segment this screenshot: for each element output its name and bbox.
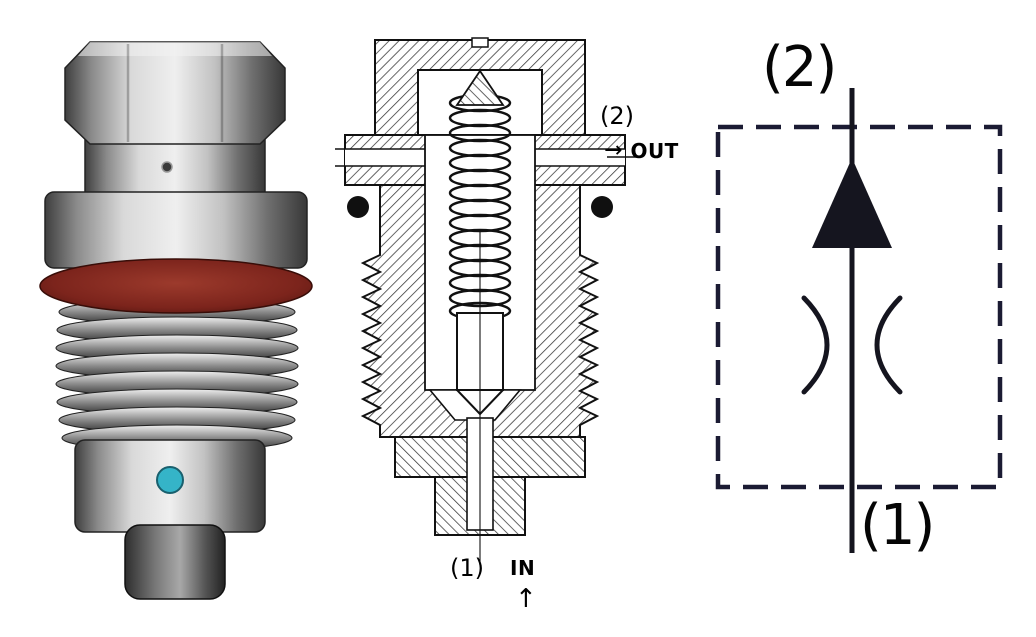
symbol-restrictor-arcs <box>801 295 903 395</box>
valve-stem <box>124 524 226 600</box>
valve-flange <box>44 191 308 269</box>
indicator-dot <box>156 466 184 494</box>
symbol-bottom-port-label: (1) <box>860 493 935 558</box>
out-arrow-icon: → <box>604 138 623 163</box>
symbol-top-port-label: (2) <box>762 35 837 100</box>
valve-threads <box>55 298 299 452</box>
valve-photo <box>39 41 313 600</box>
hydraulic-symbol <box>715 88 1003 553</box>
section-spring-cap <box>455 69 505 106</box>
oring-section-left <box>347 196 369 218</box>
oring-section-right <box>591 196 613 218</box>
section-in-port-number: (1) <box>450 554 484 582</box>
symbol-dashed-envelope <box>715 124 1003 490</box>
section-out-port-label: OUT <box>630 139 679 163</box>
symbol-check-arrow <box>812 158 892 248</box>
in-arrow-icon: ↑ <box>515 584 537 614</box>
vent-hole <box>161 161 173 173</box>
oring-seal <box>39 258 313 314</box>
section-out-port-number: (2) <box>600 102 634 130</box>
valve-hex-head <box>64 41 286 145</box>
section-out-port-row: → OUT <box>604 140 679 162</box>
valve-cross-section <box>335 37 637 565</box>
section-in-port-label: IN <box>510 556 536 580</box>
valve-lower-body <box>74 439 266 533</box>
